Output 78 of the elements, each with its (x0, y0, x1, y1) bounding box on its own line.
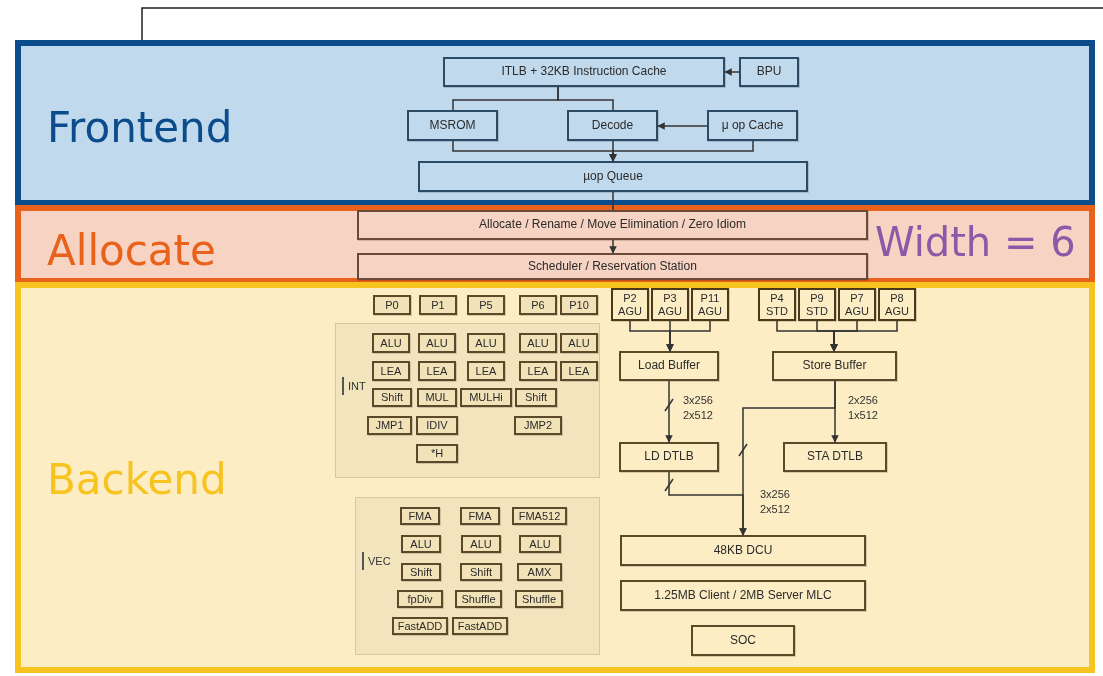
section-title: Frontend (47, 104, 233, 152)
unit-box: LEA (519, 361, 557, 381)
unit-box: FastADD (392, 617, 448, 635)
unit-box: P10 (560, 295, 598, 315)
unit-box: ALU (467, 333, 505, 353)
connector-arrow (609, 140, 754, 162)
unit-box: P2 AGU (611, 288, 649, 321)
unit-box: Shift (372, 388, 412, 407)
process-box: Scheduler / Reservation Station (357, 253, 868, 280)
section-title: Allocate (47, 227, 216, 275)
unit-box: ALU (519, 535, 561, 553)
width-note: Width = 6 (875, 218, 1076, 266)
process-box: Store Buffer (772, 351, 897, 381)
process-box: μ op Cache (707, 110, 798, 141)
unit-group-panel (335, 323, 600, 478)
unit-box: LEA (467, 361, 505, 381)
connector-arrow (609, 239, 617, 254)
process-box: MSROM (407, 110, 498, 141)
unit-box: JMP1 (367, 416, 412, 435)
process-box: 1.25MB Client / 2MB Server MLC (620, 580, 866, 611)
process-box: ITLB + 32KB Instruction Cache (443, 57, 725, 87)
group-label: VEC (362, 552, 391, 570)
unit-box: P11 AGU (691, 288, 729, 321)
unit-box: P8 AGU (878, 288, 916, 321)
process-box: BPU (739, 57, 799, 87)
unit-box: Shuffle (515, 590, 563, 608)
connector-arrow (657, 122, 708, 130)
unit-box: P7 AGU (838, 288, 876, 321)
unit-box: fpDiv (397, 590, 443, 608)
process-box: Allocate / Rename / Move Elimination / Zero Idiom (357, 210, 868, 240)
process-box: µop Queue (418, 161, 808, 192)
section-band (15, 282, 1095, 673)
unit-box: FMA512 (512, 507, 567, 525)
process-box: 48KB DCU (620, 535, 866, 566)
unit-box: ALU (401, 535, 441, 553)
connector-arrow (668, 471, 747, 536)
unit-box: MUL (417, 388, 457, 407)
unit-box: Shift (515, 388, 557, 407)
unit-box: MULHi (460, 388, 512, 407)
connector-arrow (830, 320, 898, 352)
unit-box: AMX (517, 563, 562, 581)
connector-arrow (666, 320, 711, 352)
unit-box: ALU (560, 333, 598, 353)
connector-arrow (665, 380, 673, 443)
unit-box: Shift (401, 563, 441, 581)
unit-box: P3 AGU (651, 288, 689, 321)
section-band (15, 40, 1095, 206)
unit-box: ALU (519, 333, 557, 353)
unit-box: Shuffle (455, 590, 502, 608)
unit-box: Shift (460, 563, 502, 581)
unit-box: FMA (400, 507, 440, 525)
unit-box: JMP2 (514, 416, 562, 435)
unit-box: P0 (373, 295, 411, 315)
unit-group-panel (355, 497, 600, 655)
unit-box: P4 STD (758, 288, 796, 321)
unit-box: LEA (560, 361, 598, 381)
unit-box: ALU (372, 333, 410, 353)
unit-box: ALU (418, 333, 456, 353)
process-box: Load Buffer (619, 351, 719, 381)
unit-box: LEA (372, 361, 410, 381)
unit-box: P9 STD (798, 288, 836, 321)
connector-arrow (724, 68, 740, 76)
unit-box: LEA (418, 361, 456, 381)
unit-box: P6 (519, 295, 557, 315)
unit-box: *H (416, 444, 458, 463)
unit-box: P1 (419, 295, 457, 315)
unit-box: FMA (460, 507, 500, 525)
unit-box: FastADD (452, 617, 508, 635)
process-box: LD DTLB (619, 442, 719, 472)
process-box: STA DTLB (783, 442, 887, 472)
section-band (15, 205, 1095, 284)
unit-box: P5 (467, 295, 505, 315)
process-box: Decode (567, 110, 658, 141)
section-title: Backend (47, 456, 227, 504)
unit-box: IDIV (416, 416, 458, 435)
unit-box: ALU (461, 535, 501, 553)
process-box: SOC (691, 625, 795, 656)
group-label: INT (342, 376, 366, 395)
